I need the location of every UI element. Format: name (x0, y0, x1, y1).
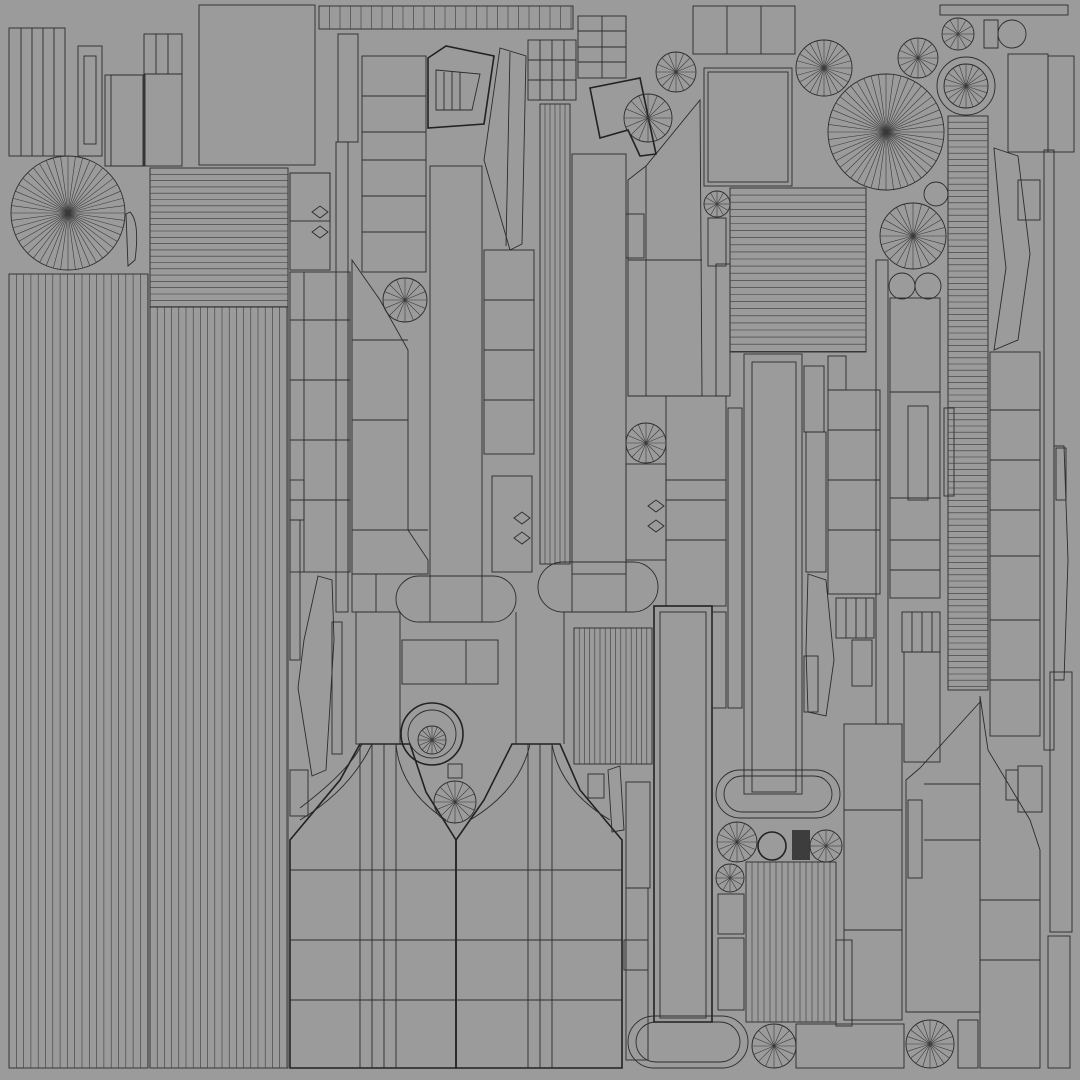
bottom-flare-right (455, 612, 623, 1069)
uv-column-2 (289, 33, 495, 817)
top-left-blocks (8, 4, 316, 167)
large-gear-left (10, 155, 138, 271)
bottom-right-columns (843, 651, 1041, 1069)
horizontal-slat-panel (149, 167, 289, 308)
tall-plank-left (8, 273, 149, 1069)
bottom-flare-left (289, 743, 457, 1069)
bottom-middle-columns (587, 605, 905, 1069)
uv-column-7 (827, 37, 955, 725)
uv-column-6 (715, 39, 881, 819)
uv-column-3 (395, 39, 577, 685)
uv-column-8 (936, 17, 1075, 1069)
top-strip (318, 4, 1069, 79)
center-rings (355, 611, 477, 824)
uv-column-5 (625, 67, 793, 709)
uv-column-4 (537, 51, 697, 765)
tall-plank-mid (149, 306, 289, 1069)
